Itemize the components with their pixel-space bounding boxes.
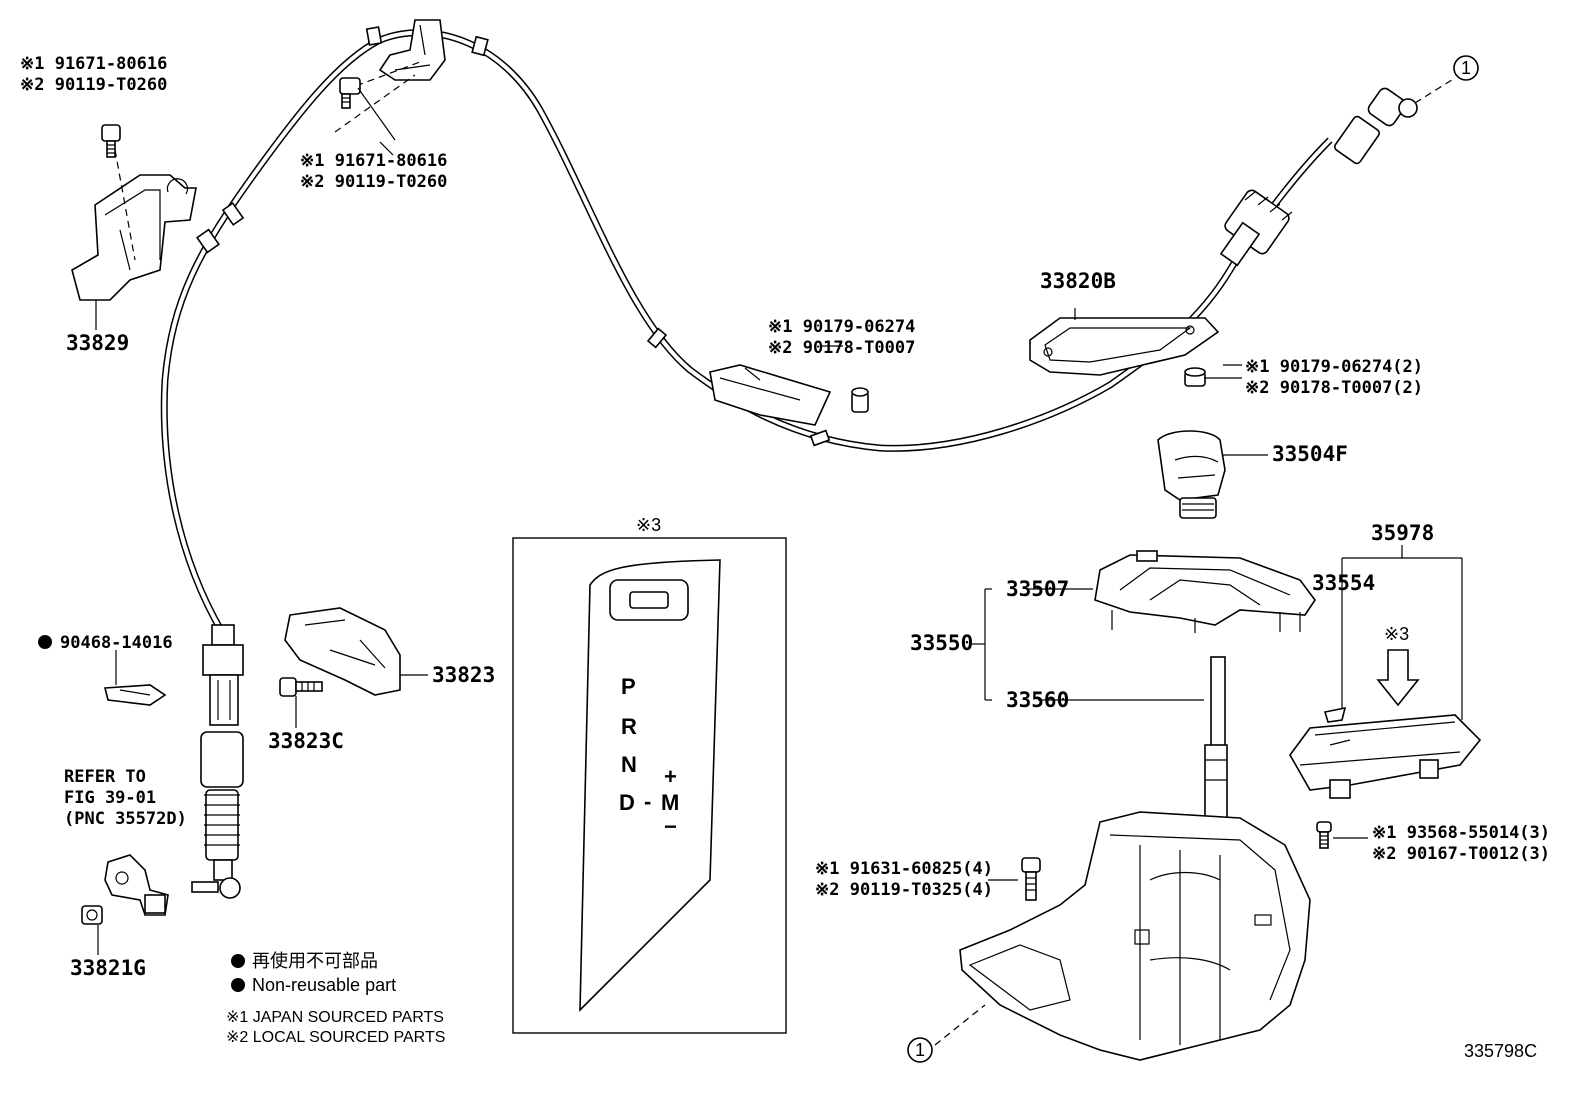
arrow-mark: ※3 [1384,624,1409,644]
shift-base-assembly [907,811,1311,1063]
refer-to-label: REFER TO [64,767,146,787]
lock-clip-90468 [103,684,167,706]
figure-code: 335798C [1464,1041,1537,1061]
cable-bracket-33823 [284,607,401,696]
bracket-bolt-japan-label: ※1 91671-80616 [20,54,167,74]
part-number-33554: 33554 [1312,571,1375,595]
flange-nut-icon [1184,367,1206,387]
indicator-panel-35978 [1289,706,1482,799]
down-arrow-icon [1376,649,1420,707]
part-number-33829: 33829 [66,331,129,355]
shift-knob-33504F [1157,430,1268,519]
screw-japan-label: ※1 93568-55014(3) [1372,823,1550,843]
legend-japan-sourced: ※1 JAPAN SOURCED PARTS [226,1009,444,1026]
bracket-33820B [1029,308,1220,376]
nut-right-local-label: ※2 90178-T0007(2) [1245,378,1423,398]
gate-plus: + [664,764,677,789]
nut-right-japan-label: ※1 90179-06274(2) [1245,357,1423,377]
shift-housing-33507 [1094,550,1316,633]
part-number-33823C: 33823C [268,729,344,753]
flange-nut-icon [851,387,869,413]
gate-minus: − [664,814,677,839]
gate-m: M [661,790,679,815]
gate-box-mark: ※3 [636,515,661,535]
refer-fig-label: FIG 39-01 [64,788,156,808]
legend-jp: 再使用不可部品 [252,951,378,971]
part-number-33823: 33823 [432,663,495,687]
part-number-33550: 33550 [910,631,973,655]
screw-icon [1316,821,1332,849]
gate-dash: - [644,789,651,814]
hex-bolt-icon [101,124,121,158]
gate-r: R [621,714,637,739]
part-number-90468-14016: 90468-14016 [60,633,173,653]
hex-bolt-icon [1021,857,1041,901]
filled-dot-icon [38,635,52,649]
leader-lines [97,141,1368,955]
cable-bolt-local-label: ※2 90119-T0260 [300,172,447,192]
nut-mid-japan-label: ※1 90179-06274 [768,317,915,337]
legend-local-sourced: ※2 LOCAL SOURCED PARTS [226,1029,445,1046]
bolt-local-label: ※2 90119-T0325(4) [815,880,993,900]
cable-shifter-end [1219,55,1479,267]
gate-n: N [621,752,637,777]
bracket-bolt-local-label: ※2 90119-T0260 [20,75,167,95]
refer-pnc-label: (PNC 35572D) [64,809,187,829]
part-number-33504F: 33504F [1272,442,1348,466]
nut-mid-local-label: ※2 90178-T0007 [768,338,915,358]
part-number-35978: 35978 [1371,521,1434,545]
filled-dot-icon [231,978,245,992]
circle-ref-bottom: 1 [915,1040,925,1060]
circle-ref-top: 1 [1461,58,1471,78]
gate-d: D [619,790,635,815]
part-number-33560: 33560 [1006,688,1069,712]
cable-bolt-japan-label: ※1 91671-80616 [300,151,447,171]
part-number-33821G: 33821G [70,956,146,980]
gate-p: P [621,674,636,699]
gate-indicator-panel [512,537,787,1034]
legend-non-reusable: Non-reusable part [252,975,396,995]
shift-lever-33560 [1204,656,1228,826]
hex-bolt-icon [279,677,323,697]
bracket-33829 [71,149,197,330]
flange-nut-icon [81,905,103,925]
cable-transmission-end [191,624,244,899]
hex-bolt-icon [339,77,396,141]
bracket-35978 [1341,545,1463,720]
bolt-japan-label: ※1 91631-60825(4) [815,859,993,879]
part-number-33820B: 33820B [1040,269,1116,293]
filled-dot-icon [231,954,245,968]
cable-clip-mid [709,364,832,426]
screw-local-label: ※2 90167-T0012(3) [1372,844,1550,864]
part-number-33507: 33507 [1006,577,1069,601]
cable-bracket-left [104,854,169,916]
